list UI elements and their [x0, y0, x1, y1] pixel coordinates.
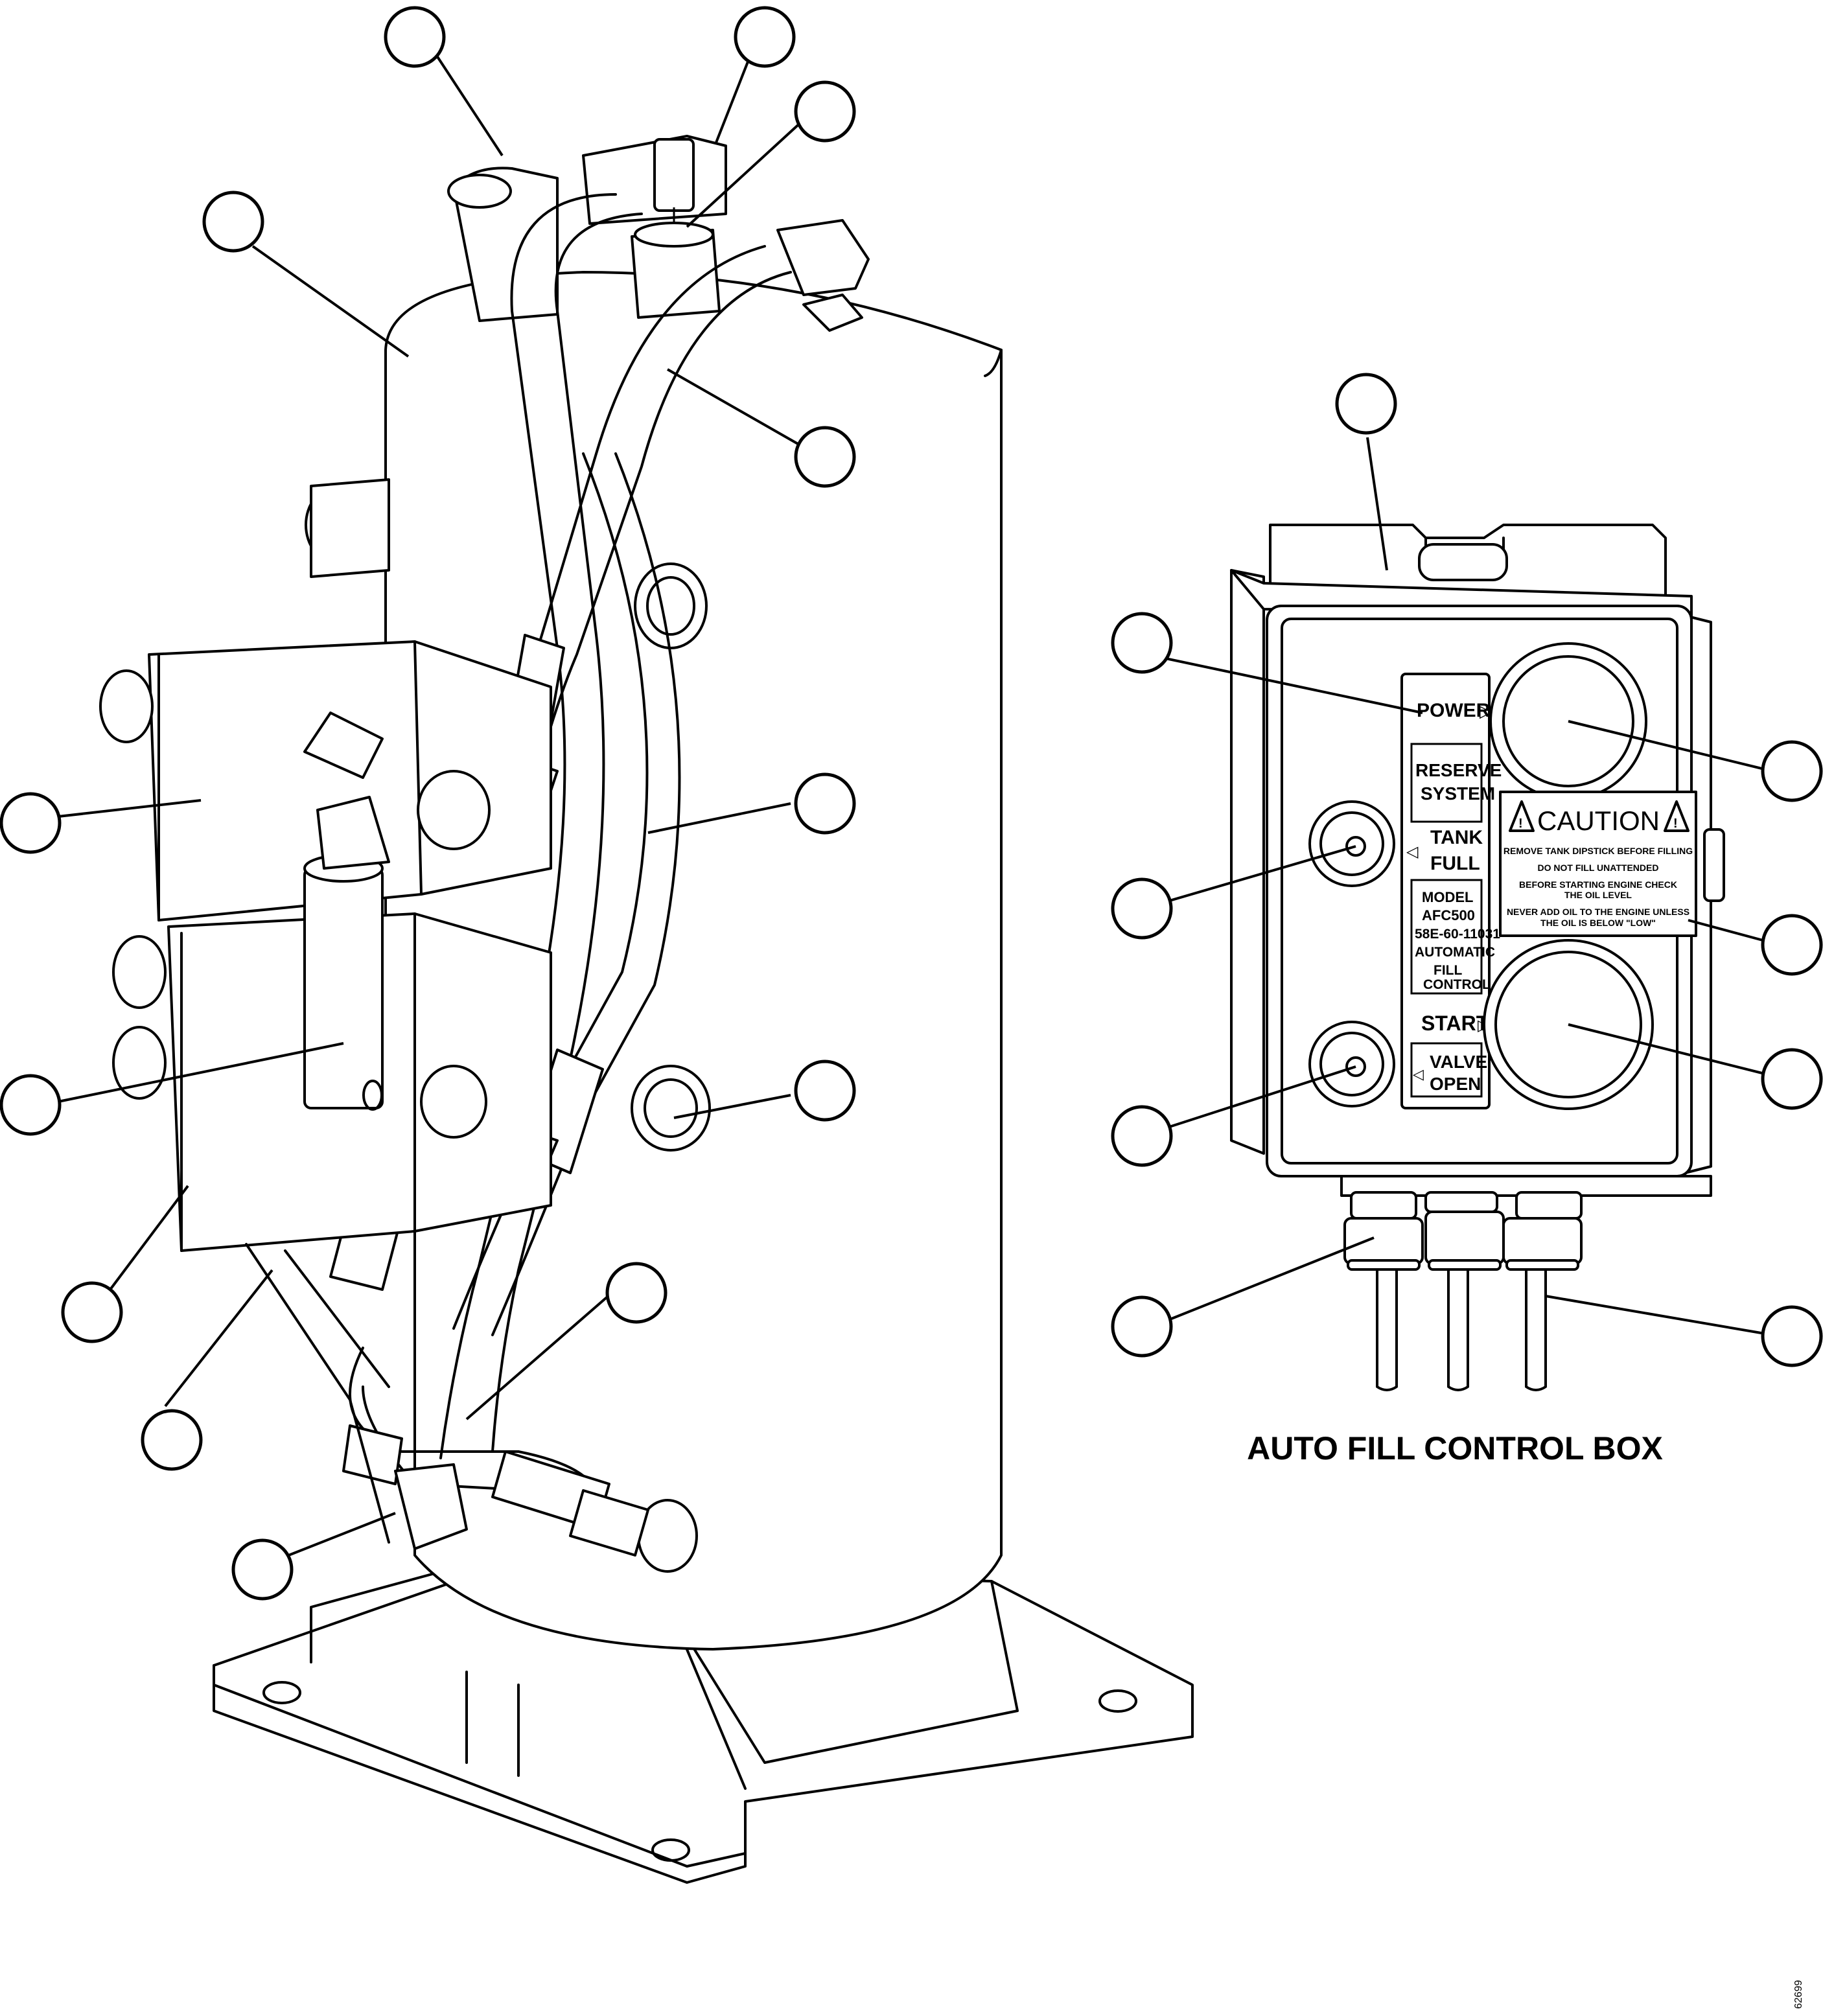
caution-right-warning-icon: ! — [1673, 817, 1678, 831]
callout-balloon — [1761, 914, 1823, 976]
callout-balloon — [61, 1281, 123, 1343]
callout-leader-lines — [58, 51, 1773, 1563]
power-label: POWER — [1417, 700, 1491, 721]
model-label-6: CONTROL — [1423, 977, 1491, 992]
callout-balloon — [794, 80, 856, 143]
callout-balloon — [202, 191, 264, 253]
control-panel-labels: POWER ▷ RESERVE SYSTEM ◁ TANK FULL MODEL… — [1406, 700, 1502, 1094]
callout-balloon — [734, 6, 796, 68]
callout-balloon — [1761, 1305, 1823, 1367]
caution-line-2: DO NOT FILL UNATTENDED — [1538, 863, 1659, 873]
callout-balloons — [0, 6, 1823, 1601]
figure-caption: AUTO FILL CONTROL BOX — [1247, 1430, 1663, 1466]
caution-line-4: THE OIL LEVEL — [1564, 890, 1632, 900]
caution-title: CAUTION — [1537, 805, 1660, 836]
caution-line-3: BEFORE STARTING ENGINE CHECK — [1519, 879, 1677, 890]
caution-line-6: THE OIL IS BELOW "LOW" — [1540, 918, 1656, 928]
callout-balloon — [1111, 612, 1173, 674]
valve-open-label-2: OPEN — [1430, 1074, 1481, 1094]
callout-balloon — [1761, 740, 1823, 802]
model-label-3: 58E-60-11031 — [1415, 927, 1500, 942]
model-label-4: AUTOMATIC — [1415, 945, 1495, 960]
start-label: START — [1421, 1012, 1489, 1035]
callout-balloon — [605, 1262, 668, 1324]
tank-full-label-1: TANK — [1430, 827, 1483, 848]
caution-label: ! CAUTION ! REMOVE TANK DIPSTICK BEFORE … — [1499, 791, 1697, 937]
reserve-system-label-2: SYSTEM — [1421, 783, 1495, 804]
figure-code: 62699 — [1793, 1980, 1804, 2009]
callout-balloon — [0, 792, 62, 854]
model-label-5: FILL — [1434, 963, 1462, 978]
callout-balloon — [231, 1538, 294, 1601]
callout-balloon — [794, 426, 856, 488]
callout-balloon — [1111, 1105, 1173, 1167]
valve-open-label-1: VALVE — [1430, 1052, 1487, 1072]
callout-balloon — [1761, 1048, 1823, 1110]
tank-full-arrow-icon: ◁ — [1406, 843, 1419, 861]
tank-top-fittings — [447, 135, 870, 332]
caution-left-warning-icon: ! — [1518, 817, 1523, 831]
power-indicator-arrow-icon: ▷ — [1480, 701, 1492, 721]
callout-balloon — [384, 6, 446, 68]
callout-balloon — [794, 1060, 856, 1122]
callout-balloon — [141, 1409, 203, 1471]
caution-line-1: REMOVE TANK DIPSTICK BEFORE FILLING — [1504, 846, 1693, 856]
valve-open-arrow-icon: ◁ — [1413, 1066, 1424, 1082]
solenoid-valve-blocks — [99, 640, 552, 1550]
tank-full-label-2: FULL — [1430, 853, 1480, 874]
caution-line-5: NEVER ADD OIL TO THE ENGINE UNLESS — [1507, 907, 1689, 917]
callout-balloon — [1335, 373, 1397, 435]
callout-balloon — [794, 772, 856, 835]
model-label-1: MODEL — [1422, 889, 1473, 905]
cable-glands — [1340, 1175, 1712, 1391]
reserve-system-label-1: RESERVE — [1415, 760, 1502, 780]
callout-balloon — [1111, 1295, 1173, 1358]
callout-balloon — [0, 1074, 62, 1136]
model-label-2: AFC500 — [1422, 907, 1475, 923]
callout-balloon — [1111, 877, 1173, 940]
